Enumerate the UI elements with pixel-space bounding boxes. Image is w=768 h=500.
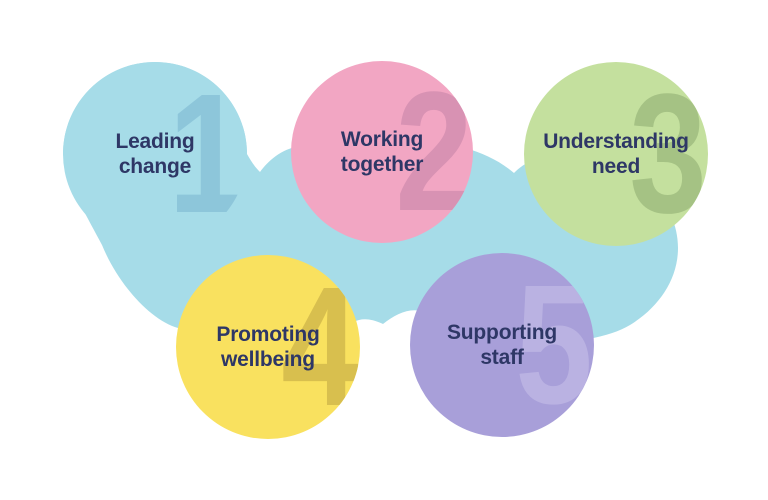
label-line: need <box>591 155 641 178</box>
circle-number-4: 4 <box>281 255 359 439</box>
label-line: Supporting <box>447 321 557 344</box>
circle-label-supporting-staff: Supporting staff <box>410 253 594 437</box>
label-line: change <box>118 155 192 178</box>
circle-understanding-need: 3 Understanding need <box>524 62 708 246</box>
circle-label-working-together: Working together <box>291 61 473 243</box>
circle-label-understanding-need: Understanding need <box>524 62 708 246</box>
circle-promoting-wellbeing: 4 Promoting wellbeing <box>176 255 360 439</box>
circle-number-1: 1 <box>168 62 246 246</box>
circle-leading-change: 1 Leading change <box>63 62 247 246</box>
label-line: Working <box>340 128 424 151</box>
circle-supporting-staff: 5 Supporting staff <box>410 253 594 437</box>
circle-number-2: 2 <box>395 61 473 243</box>
circle-label-promoting-wellbeing: Promoting wellbeing <box>176 255 360 439</box>
label-line: together <box>340 153 424 176</box>
label-line: Leading <box>115 130 195 153</box>
label-line: Promoting <box>216 323 320 346</box>
label-line: wellbeing <box>221 348 315 371</box>
label-line: Understanding <box>543 130 689 153</box>
circle-working-together: 2 Working together <box>291 61 473 243</box>
label-line: staff <box>480 346 524 369</box>
circle-number-5: 5 <box>515 253 593 437</box>
circle-number-3: 3 <box>629 62 707 246</box>
circle-label-leading-change: Leading change <box>63 62 247 246</box>
